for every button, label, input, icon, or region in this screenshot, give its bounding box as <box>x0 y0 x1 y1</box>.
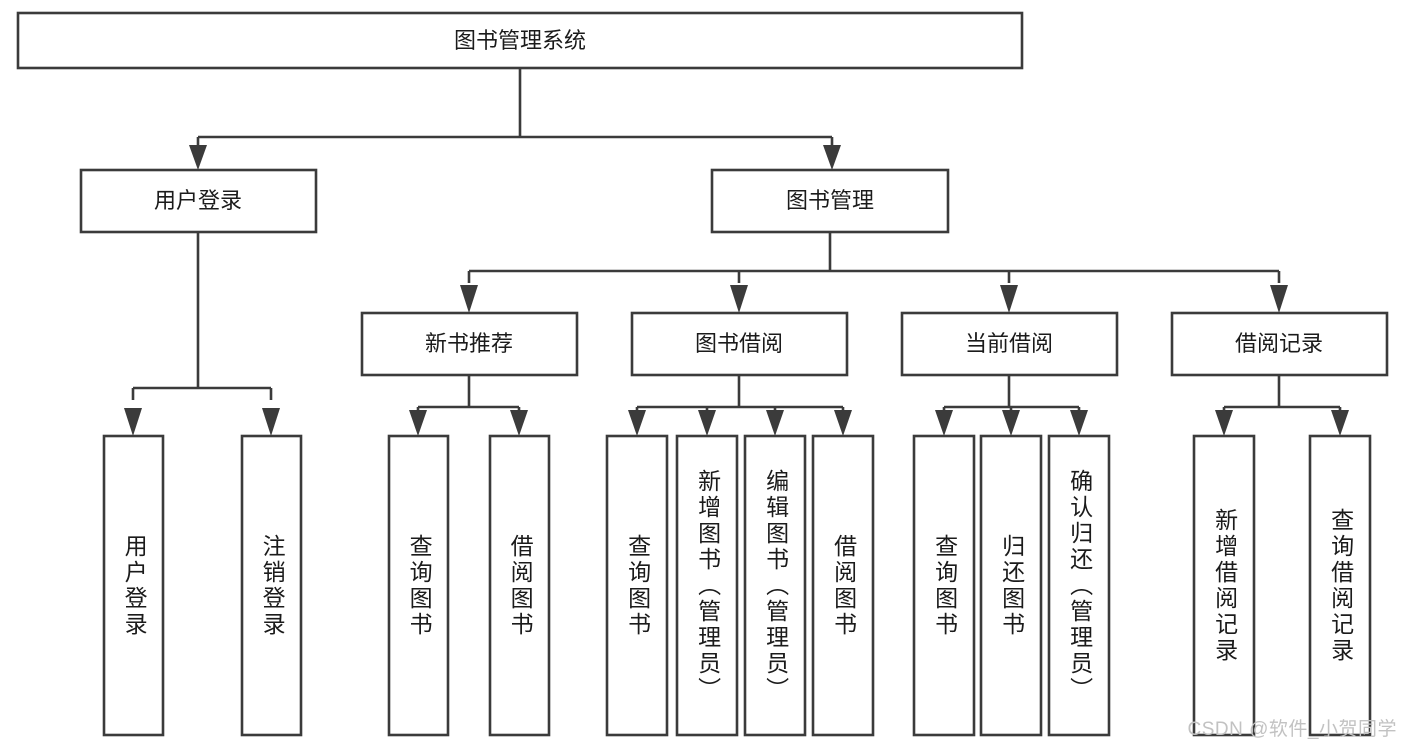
leaf-box-add-book-admin[interactable] <box>675 434 739 737</box>
leaf-label-query-borrow-record: 查询借阅记录 <box>1327 507 1354 664</box>
arrow-head-icon <box>1000 285 1018 313</box>
leaf-box-borrow-book-recommend[interactable] <box>488 434 551 737</box>
connector-user-login-to-leaves <box>124 232 280 436</box>
node-borrow-record[interactable]: 借阅记录 <box>1170 311 1389 377</box>
node-root-label: 图书管理系统 <box>454 28 586 53</box>
node-user-login-label: 用户登录 <box>154 188 242 213</box>
leaf-label-query-book-current: 查询图书 <box>931 533 958 638</box>
leaf-box-user-login[interactable] <box>102 434 165 737</box>
node-book-borrow-label: 图书借阅 <box>695 331 783 356</box>
leaf-label-return-book: 归还图书 <box>998 533 1025 638</box>
node-current-borrow-box[interactable] <box>900 311 1119 377</box>
connector-new-book-recommend-to-leaves <box>409 375 528 436</box>
arrow-head-icon <box>628 410 646 436</box>
leaf-box-return-book[interactable] <box>979 434 1043 737</box>
leaf-label-add-book-admin: 新增图书（管理员） <box>694 468 721 703</box>
leaf-label-add-borrow-record: 新增借阅记录 <box>1211 507 1238 664</box>
leaf-label-borrow-book: 借阅图书 <box>830 533 857 638</box>
arrow-head-icon <box>1215 410 1233 436</box>
arrow-head-icon <box>124 408 142 436</box>
connector-borrow-record-to-leaves <box>1215 375 1349 436</box>
arrow-head-icon <box>766 410 784 436</box>
node-root[interactable]: 图书管理系统 <box>16 11 1024 70</box>
leaf-box-query-book-current[interactable] <box>912 434 976 737</box>
node-root-box[interactable] <box>16 11 1024 70</box>
connector-current-borrow-to-leaves <box>935 375 1088 436</box>
leaf-box-add-borrow-record[interactable] <box>1192 434 1256 737</box>
arrow-head-icon <box>730 285 748 313</box>
node-new-book-recommend-box[interactable] <box>360 311 579 377</box>
leaf-label-logout: 注销登录 <box>259 533 286 638</box>
arrow-head-icon <box>262 408 280 436</box>
node-book-borrow-box[interactable] <box>630 311 849 377</box>
arrow-head-icon <box>1270 285 1288 313</box>
arrow-head-icon <box>409 410 427 436</box>
arrow-head-icon <box>834 410 852 436</box>
leaf-label-user-login: 用户登录 <box>121 533 148 638</box>
node-current-borrow[interactable]: 当前借阅 <box>900 311 1119 377</box>
leaf-label-query-book-recommend: 查询图书 <box>406 533 433 638</box>
node-book-management-label: 图书管理 <box>786 188 874 213</box>
node-new-book-recommend[interactable]: 新书推荐 <box>360 311 579 377</box>
leaf-label-edit-book-admin: 编辑图书（管理员） <box>762 468 789 703</box>
leaf-box-logout[interactable] <box>240 434 303 737</box>
leaf-label-query-book-borrow: 查询图书 <box>624 533 651 638</box>
node-book-management[interactable]: 图书管理 <box>710 168 950 234</box>
arrow-head-icon <box>189 145 207 170</box>
connector-book-borrow-to-leaves <box>628 375 852 436</box>
leaf-label-confirm-return-admin: 确认归还（管理员） <box>1066 468 1093 703</box>
arrow-head-icon <box>1002 410 1020 436</box>
arrow-head-icon <box>460 285 478 313</box>
node-book-borrow[interactable]: 图书借阅 <box>630 311 849 377</box>
leaf-box-query-book-recommend[interactable] <box>387 434 450 737</box>
arrow-head-icon <box>698 410 716 436</box>
leaf-label-borrow-book-recommend: 借阅图书 <box>507 533 534 638</box>
arrow-head-icon <box>1331 410 1349 436</box>
leaf-box-borrow-book[interactable] <box>811 434 875 737</box>
leaf-box-confirm-return-admin[interactable] <box>1047 434 1111 737</box>
node-current-borrow-label: 当前借阅 <box>965 331 1053 356</box>
leaf-box-query-book-borrow[interactable] <box>605 434 669 737</box>
connector-root-to-level2 <box>189 68 841 170</box>
leaf-box-query-borrow-record[interactable] <box>1308 434 1372 737</box>
connector-book-management-to-level3 <box>460 232 1288 313</box>
node-new-book-recommend-label: 新书推荐 <box>425 331 513 356</box>
leaf-box-edit-book-admin[interactable] <box>743 434 807 737</box>
node-borrow-record-label: 借阅记录 <box>1235 331 1323 356</box>
node-user-login[interactable]: 用户登录 <box>79 168 318 234</box>
arrow-head-icon <box>935 410 953 436</box>
arrow-head-icon <box>1070 410 1088 436</box>
arrow-head-icon <box>510 410 528 436</box>
watermark: CSDN @软件_小贺同学 <box>1187 719 1397 740</box>
arrow-head-icon <box>823 145 841 170</box>
